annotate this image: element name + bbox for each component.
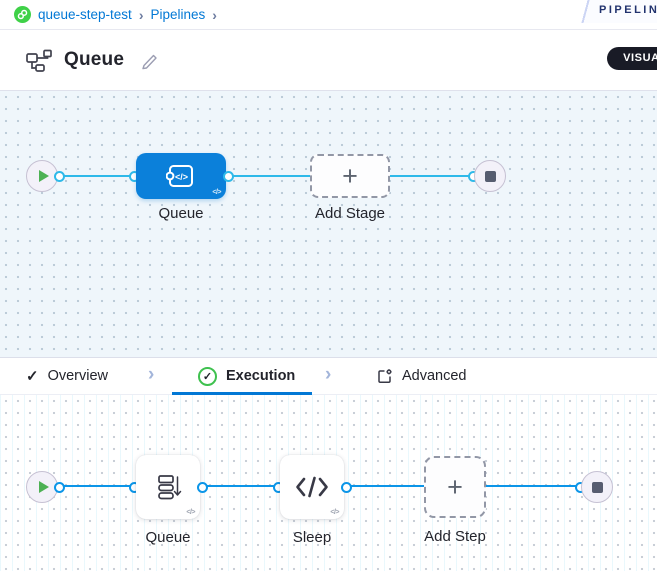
visual-yaml-toggle[interactable]: VISUAL [607,47,657,70]
edge-queue-to-sleep [202,484,280,488]
plus-icon: + [447,471,463,502]
custom-stage-icon: </> [166,165,193,187]
stop-icon [591,481,603,493]
execution-graph-canvas[interactable]: </> Queue </> Sleep + Add Step [0,395,657,571]
edge-addstage-to-end [390,174,474,178]
pipeline-end-node[interactable] [474,160,506,192]
queue-icon [158,475,182,500]
svg-text:</>: </> [175,172,188,182]
breadcrumb-separator: › [212,6,217,23]
add-step-button[interactable]: + [424,456,486,518]
yaml-snippet-icon: </> [330,509,339,516]
breadcrumb-pipelines-link[interactable]: Pipelines [150,7,206,22]
edit-pipeline-name-button[interactable] [140,51,159,70]
add-stage-button[interactable]: + [310,154,390,198]
pipeline-studio-ribbon: PIPELINE [571,0,657,23]
edge-start-to-queue [59,484,136,488]
edge-sleep-to-addstep [346,484,424,488]
chevron-right-icon: › [325,364,332,385]
add-stage-label: Add Stage [314,205,386,222]
edge-addstep-to-end [486,484,580,488]
step-node-queue[interactable]: </> [136,455,200,519]
step-label: Sleep [292,529,332,546]
tab-overview-label: Overview [47,368,109,384]
tab-advanced[interactable]: Advanced [376,358,467,394]
execution-start-node[interactable] [26,471,58,503]
page-title: Queue [64,49,125,70]
edge-stage-to-addstage [228,174,310,178]
stage-label: Queue [158,205,204,222]
queue-step-out-port[interactable] [196,481,208,493]
stage-graph-canvas[interactable]: </> </> Queue + Add Stage [0,91,657,357]
tab-overview[interactable]: ✓ Overview [26,358,108,394]
link-icon [17,9,28,20]
stage-node-queue[interactable]: </> </> [136,153,226,199]
start-node-out-port[interactable] [53,170,65,182]
breadcrumb: queue-step-test › Pipelines › PIPELINE [0,0,657,30]
pencil-icon [142,54,157,69]
breadcrumb-separator: › [138,6,144,23]
stop-icon [484,170,496,182]
add-step-label: Add Step [424,528,486,545]
advanced-settings-icon [378,368,392,383]
plus-icon: + [342,160,358,191]
pipeline-start-node[interactable] [26,160,58,192]
chevron-right-icon: › [148,364,155,385]
play-icon [38,170,49,182]
title-bar: Queue VISUAL [0,30,657,91]
yaml-snippet-icon: </> [212,189,221,196]
sleep-step-out-port[interactable] [340,481,352,493]
step-label: Queue [145,529,191,546]
yaml-snippet-icon: </> [186,509,195,516]
check-icon: ✓ [26,368,39,385]
tab-advanced-label: Advanced [402,368,467,384]
stage-out-port[interactable] [222,170,234,182]
tab-execution-label: Execution [226,368,296,384]
execution-end-node[interactable] [581,471,613,503]
check-circle-icon: ✓ [198,366,217,386]
active-tab-underline [172,392,312,395]
tab-execution[interactable]: ✓ Execution [198,358,295,394]
project-icon [14,6,31,23]
code-icon [296,476,328,498]
edge-start-to-stage [59,174,136,178]
pipeline-icon [26,49,52,72]
start-node-out-port[interactable] [53,481,65,493]
stage-config-tabs: ✓ Overview › ✓ Execution › Advanced [0,357,657,395]
breadcrumb-project-link[interactable]: queue-step-test [38,7,132,22]
play-icon [38,481,49,493]
step-node-sleep[interactable]: </> [280,455,344,519]
